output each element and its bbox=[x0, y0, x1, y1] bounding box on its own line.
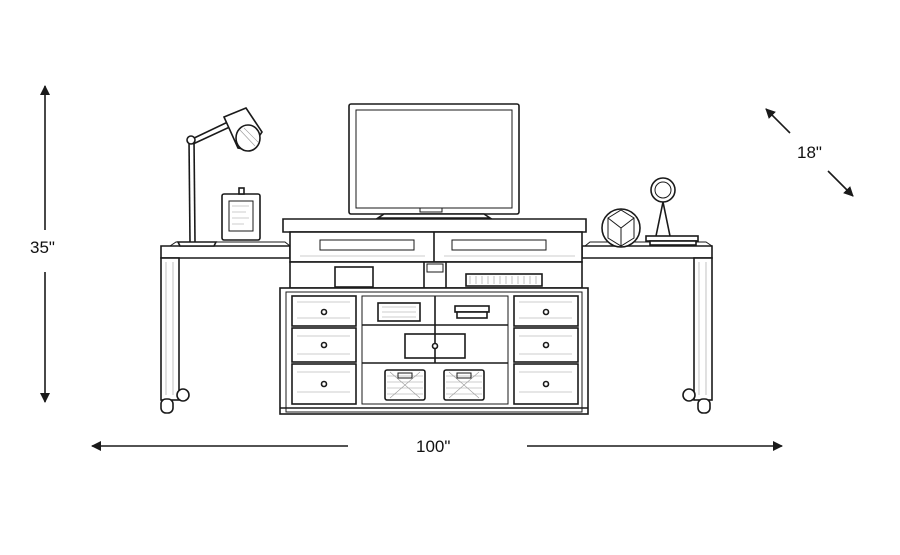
media-console-base bbox=[279, 287, 589, 415]
right-drawers bbox=[513, 295, 579, 405]
center-shelves bbox=[361, 295, 509, 405]
decor-right bbox=[601, 177, 699, 248]
media-console-hutch bbox=[282, 218, 587, 289]
arrow-icon bbox=[765, 108, 791, 134]
right-desk-extension bbox=[581, 241, 713, 414]
desk-lamp bbox=[176, 107, 263, 247]
left-desk-extension bbox=[160, 241, 291, 414]
depth-dimension-label: 18" bbox=[797, 143, 822, 162]
picture-frame bbox=[221, 187, 261, 241]
depth-dimension-arrows bbox=[765, 108, 854, 197]
height-dimension-label: 35" bbox=[30, 238, 55, 257]
storage-baskets bbox=[384, 369, 485, 401]
television bbox=[348, 103, 520, 219]
width-dimension-label: 100" bbox=[416, 437, 451, 456]
arrow-icon bbox=[827, 170, 854, 197]
left-drawers bbox=[291, 295, 357, 405]
